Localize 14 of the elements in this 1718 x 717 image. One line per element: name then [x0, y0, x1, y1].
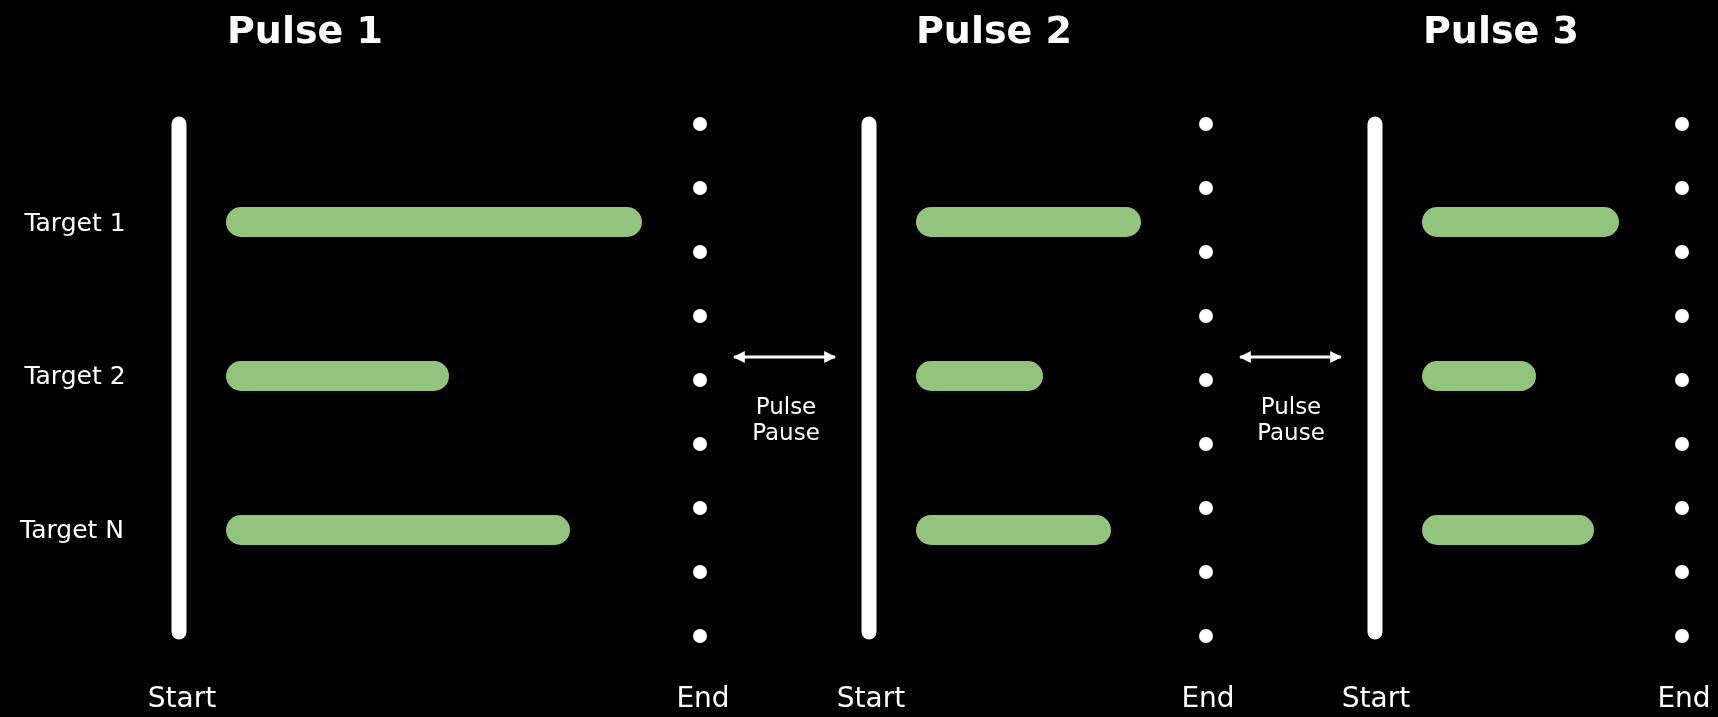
- axis-label: End: [1657, 681, 1711, 715]
- interval-label: Pulse Pause: [1256, 392, 1326, 446]
- axis-label: Start: [147, 681, 217, 715]
- interval-label: Pulse Pause: [751, 392, 821, 446]
- row-label: Target N: [20, 515, 124, 545]
- axis-label: Start: [836, 681, 906, 715]
- pulse-heading: Pulse 3: [1423, 9, 1579, 53]
- axis-label: End: [676, 681, 730, 715]
- row-label: Target 2: [24, 361, 126, 391]
- pulse-heading: Pulse 2: [916, 9, 1072, 53]
- axis-label: Start: [1341, 681, 1411, 715]
- pulse-heading: Pulse 1: [227, 9, 383, 53]
- row-label: Target 1: [24, 208, 126, 238]
- axis-label: End: [1181, 681, 1235, 715]
